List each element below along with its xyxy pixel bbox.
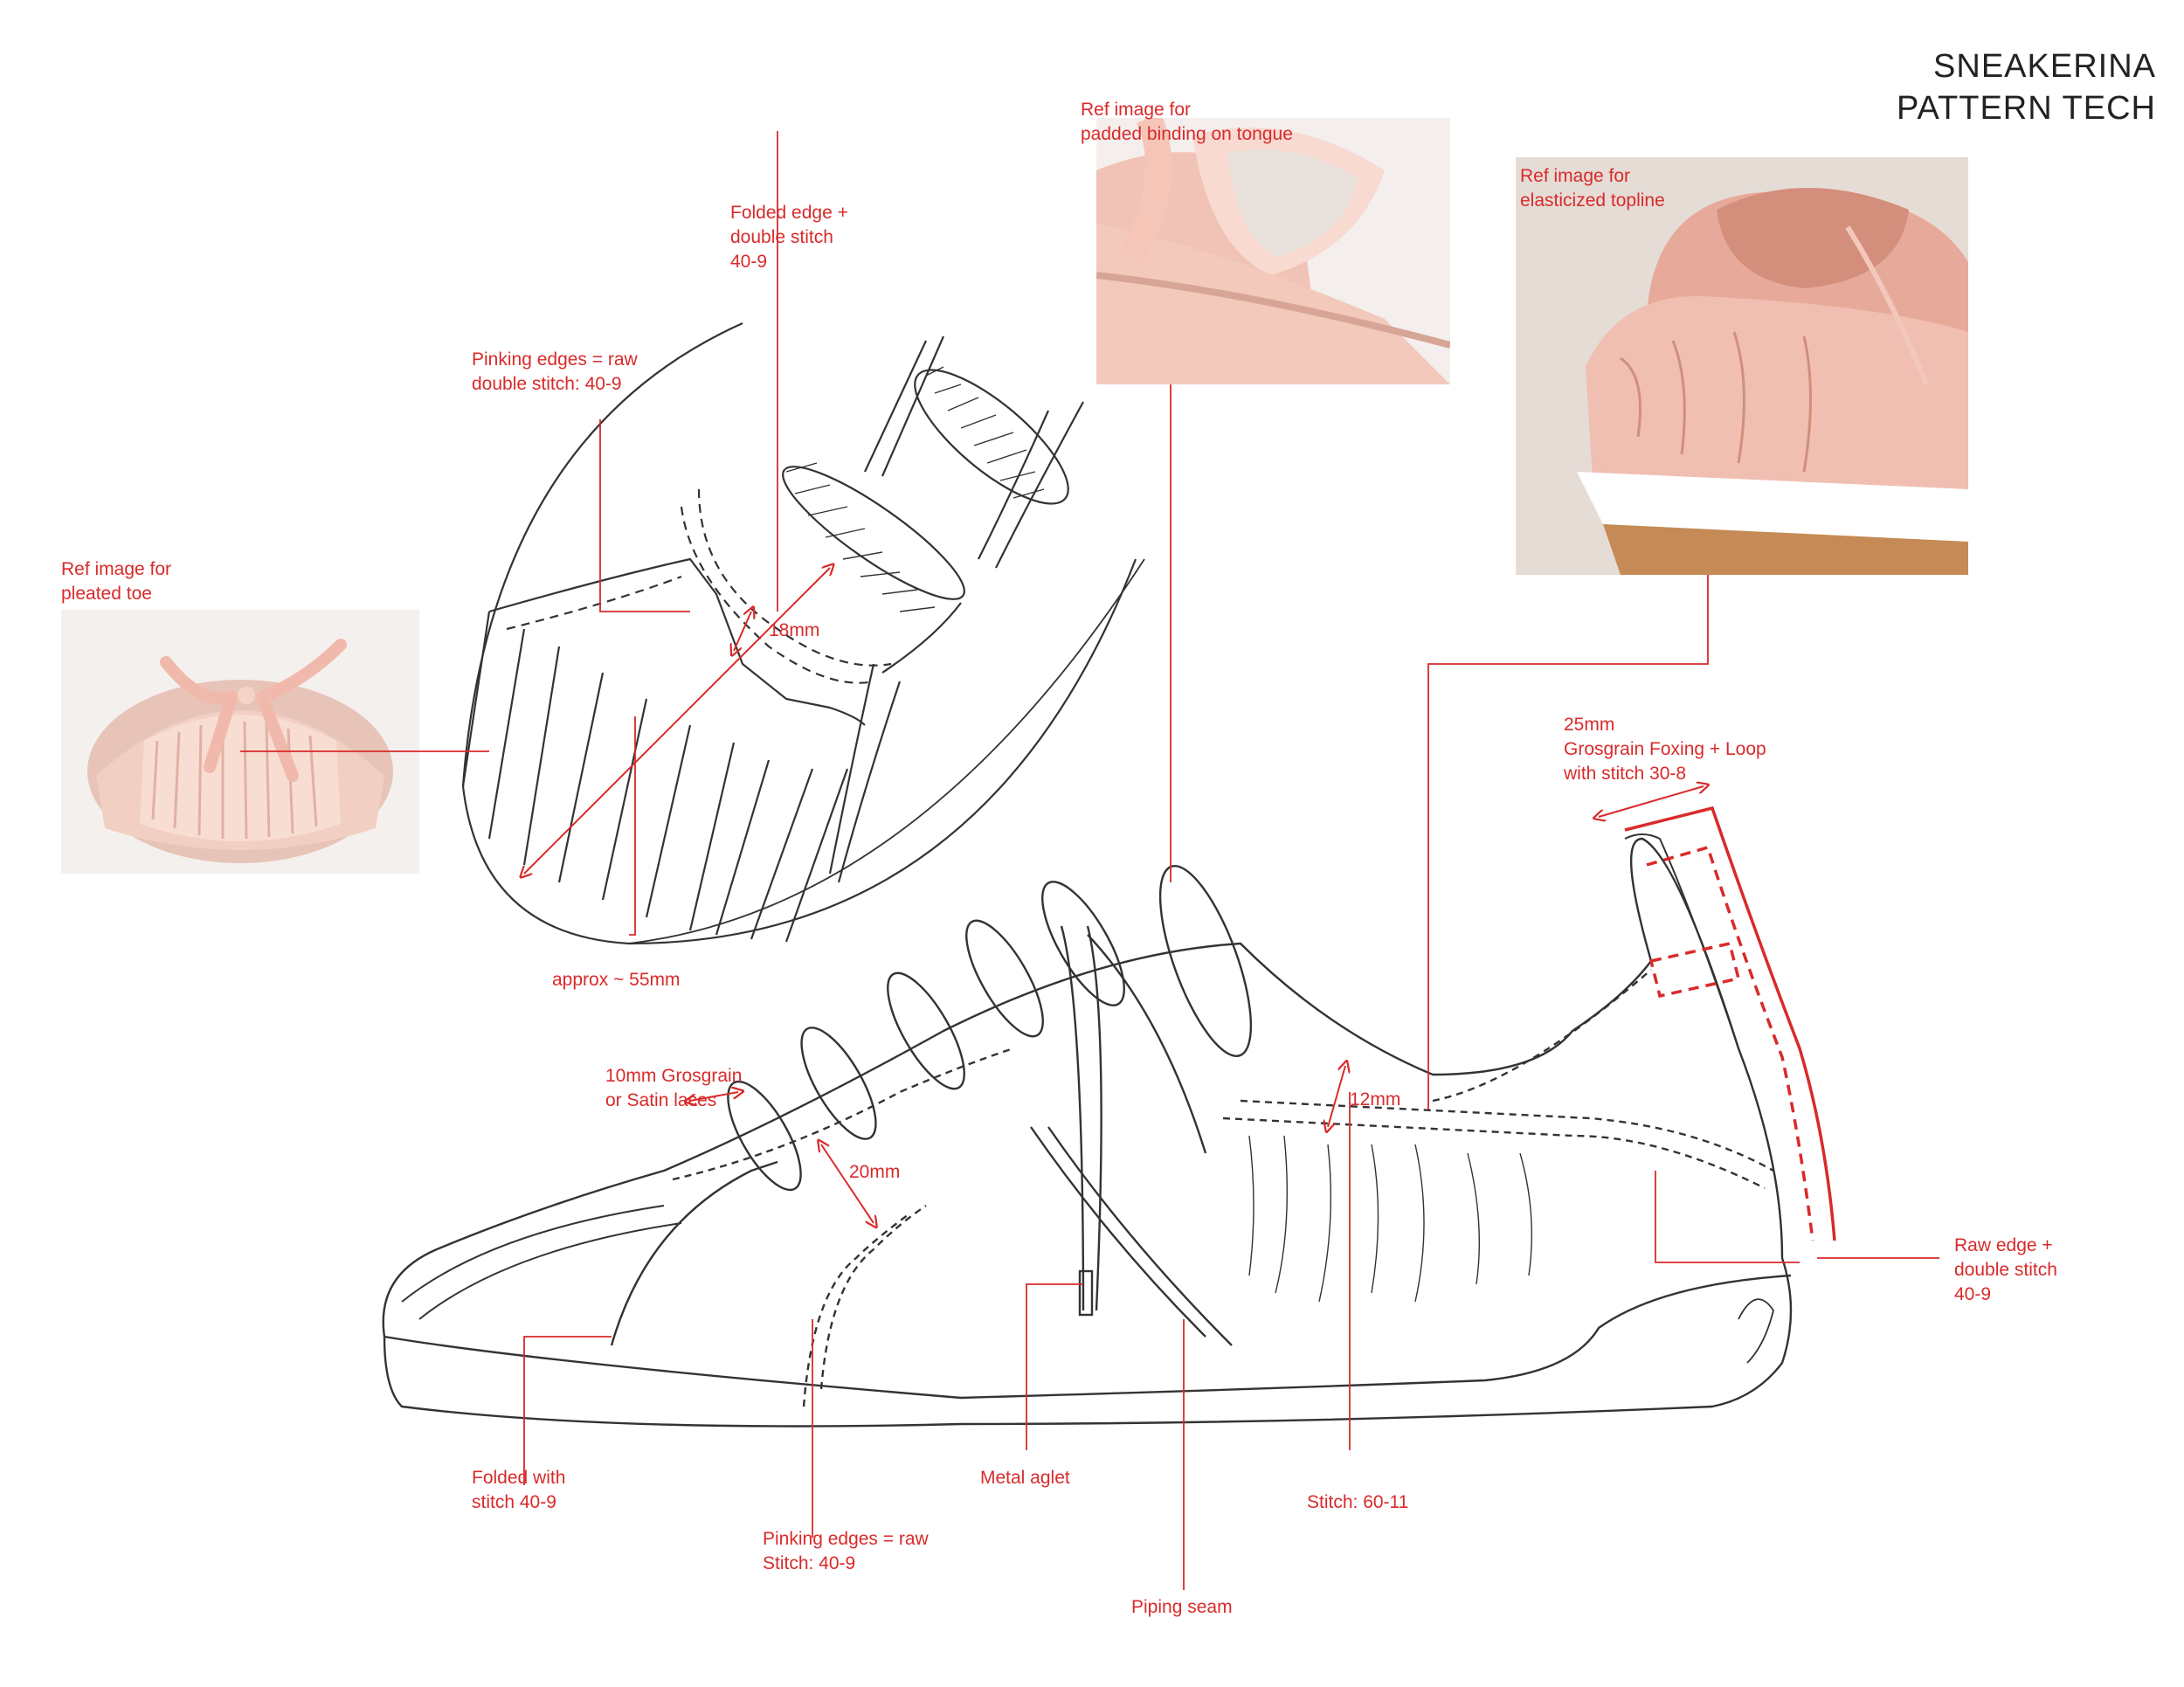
note-ref-tongue: Ref image for padded binding on tongue — [1081, 98, 1293, 147]
note-raw-edge-line-2: double stitch — [1954, 1260, 2057, 1280]
note-pinking-bottom: Pinking edges = raw Stitch: 40-9 — [763, 1527, 929, 1576]
note-pinking-bottom-line-1: Pinking edges = raw — [763, 1529, 929, 1549]
note-pinking-bottom-line-2: Stitch: 40-9 — [763, 1553, 856, 1573]
note-foxing-line-3: with stitch 30-8 — [1564, 764, 1687, 784]
note-stitch-60: Stitch: 60-11 — [1307, 1492, 1409, 1512]
note-ref-topline-line-1: Ref image for — [1520, 166, 1631, 186]
title-line-2: PATTERN TECH — [1896, 90, 2156, 127]
note-piping-seam: Piping seam — [1131, 1597, 1233, 1617]
foxing-loop — [1624, 805, 1836, 1241]
note-metal-aglet: Metal aglet — [980, 1468, 1070, 1488]
title-line-1: SNEAKERINA — [1933, 48, 2156, 85]
dimension-12mm: 12mm — [1350, 1089, 1401, 1110]
note-foxing-line-1: 25mm — [1564, 715, 1615, 735]
note-ref-topline-line-2: elasticized topline — [1520, 190, 1665, 211]
note-folded-edge-line-2: double stitch — [730, 227, 833, 247]
ref-photo-pleated-toe — [61, 610, 419, 874]
note-pinking-top: Pinking edges = raw double stitch: 40-9 — [472, 348, 638, 397]
ref-photo-topline — [1516, 157, 1968, 575]
note-folded-edge-line-1: Folded edge + — [730, 203, 848, 223]
note-ref-topline: Ref image for elasticized topline — [1520, 164, 1665, 213]
note-pinking-top-line-2: double stitch: 40-9 — [472, 374, 622, 394]
note-folded-with-line-2: stitch 40-9 — [472, 1492, 556, 1512]
dimension-arrows — [524, 568, 1704, 1223]
note-foxing-line-2: Grosgrain Foxing + Loop — [1564, 739, 1766, 759]
note-ref-tongue-line-1: Ref image for — [1081, 100, 1192, 120]
leader-lines — [240, 131, 1939, 1590]
note-laces-line-1: 10mm Grosgrain — [605, 1066, 743, 1086]
dimension-20mm: 20mm — [849, 1162, 901, 1182]
note-raw-edge-line-3: 40-9 — [1954, 1284, 1992, 1304]
note-ref-pleated-toe-line-1: Ref image for — [61, 559, 172, 579]
note-folded-edge: Folded edge + double stitch 40-9 — [730, 201, 848, 274]
note-ref-pleated-toe: Ref image for pleated toe — [61, 557, 171, 606]
note-ref-pleated-toe-line-2: pleated toe — [61, 584, 152, 604]
note-raw-edge: Raw edge + double stitch 40-9 — [1954, 1234, 2057, 1307]
dimension-18mm: 18mm — [769, 620, 820, 640]
note-foxing: 25mm Grosgrain Foxing + Loop with stitch… — [1564, 713, 1766, 786]
note-folded-with-line-1: Folded with — [472, 1468, 566, 1488]
note-laces-line-2: or Satin laces — [605, 1090, 717, 1110]
sneaker-side-sketch — [382, 833, 1793, 1428]
note-laces: 10mm Grosgrain or Satin laces — [605, 1064, 742, 1113]
note-raw-edge-line-1: Raw edge + — [1954, 1235, 2053, 1255]
dimension-55mm: approx ~ 55mm — [552, 970, 681, 990]
note-folded-edge-line-3: 40-9 — [730, 252, 768, 272]
note-ref-tongue-line-2: padded binding on tongue — [1081, 124, 1293, 144]
note-pinking-top-line-1: Pinking edges = raw — [472, 349, 638, 370]
note-folded-with: Folded with stitch 40-9 — [472, 1466, 565, 1515]
ref-photo-tongue — [1096, 118, 1450, 384]
page-title: SNEAKERINA PATTERN TECH — [1897, 45, 2156, 129]
